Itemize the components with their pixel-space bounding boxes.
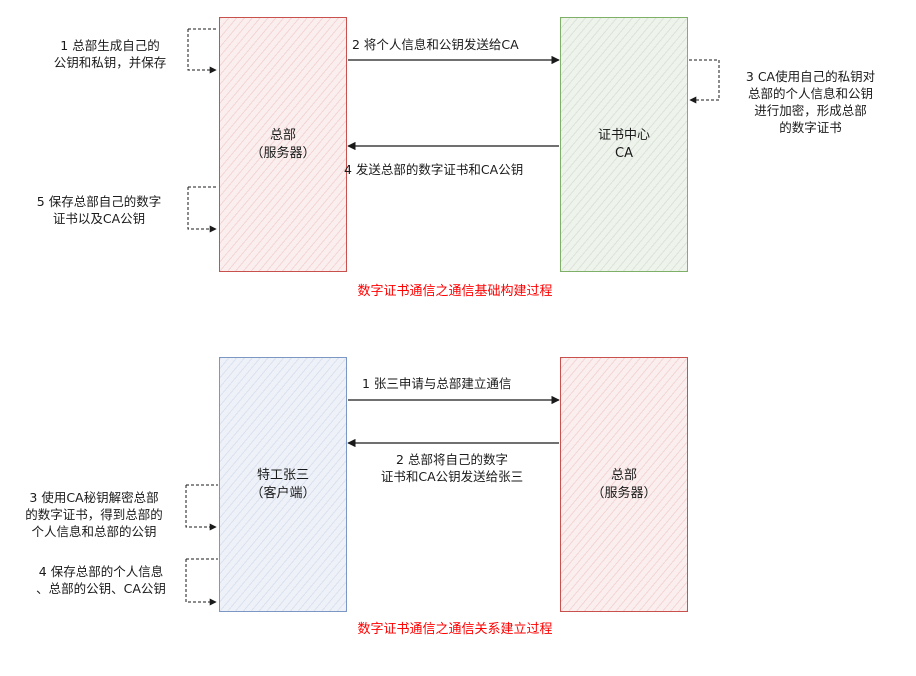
loop-step1: [187, 28, 218, 70]
hq-server-box: 总部 （服务器）: [219, 17, 347, 272]
client-agent-box: 特工张三 （客户端）: [219, 357, 347, 612]
d2-step1-label: 1 张三申请与总部建立通信: [362, 376, 512, 391]
loop-step5: [187, 186, 218, 229]
step4-label: 4 发送总部的数字证书和CA公钥: [344, 162, 524, 177]
certificate-authority-box: 证书中心 CA: [560, 17, 688, 272]
loop-d2-step4: [185, 558, 218, 602]
d2-step3-label: 3 使用CA秘钥解密总部 的数字证书，得到总部的 个人信息和总部的公钥: [25, 490, 163, 539]
loop-d2-step3: [185, 484, 218, 527]
step5-label: 5 保存总部自己的数字 证书以及CA公钥: [36, 194, 162, 226]
d2-step4-label: 4 保存总部的个人信息 、总部的公钥、CA公钥: [36, 564, 166, 596]
diagram2-caption: 数字证书通信之通信关系建立过程: [357, 622, 553, 637]
step1-label: 1 总部生成自己的 公钥和私钥，并保存: [53, 38, 167, 70]
step3-label: 3 CA使用自己的私钥对 总部的个人信息和公钥 进行加密，形成总部 的数字证书: [745, 69, 876, 135]
diagram1-caption: 数字证书通信之通信基础构建过程: [357, 284, 553, 299]
step2-label: 2 将个人信息和公钥发送给CA: [352, 37, 519, 52]
loop-step3: [689, 59, 720, 104]
hq-server-box-2: 总部 （服务器）: [560, 357, 688, 612]
d2-step2-label: 2 总部将自己的数字 证书和CA公钥发送给张三: [380, 452, 524, 484]
